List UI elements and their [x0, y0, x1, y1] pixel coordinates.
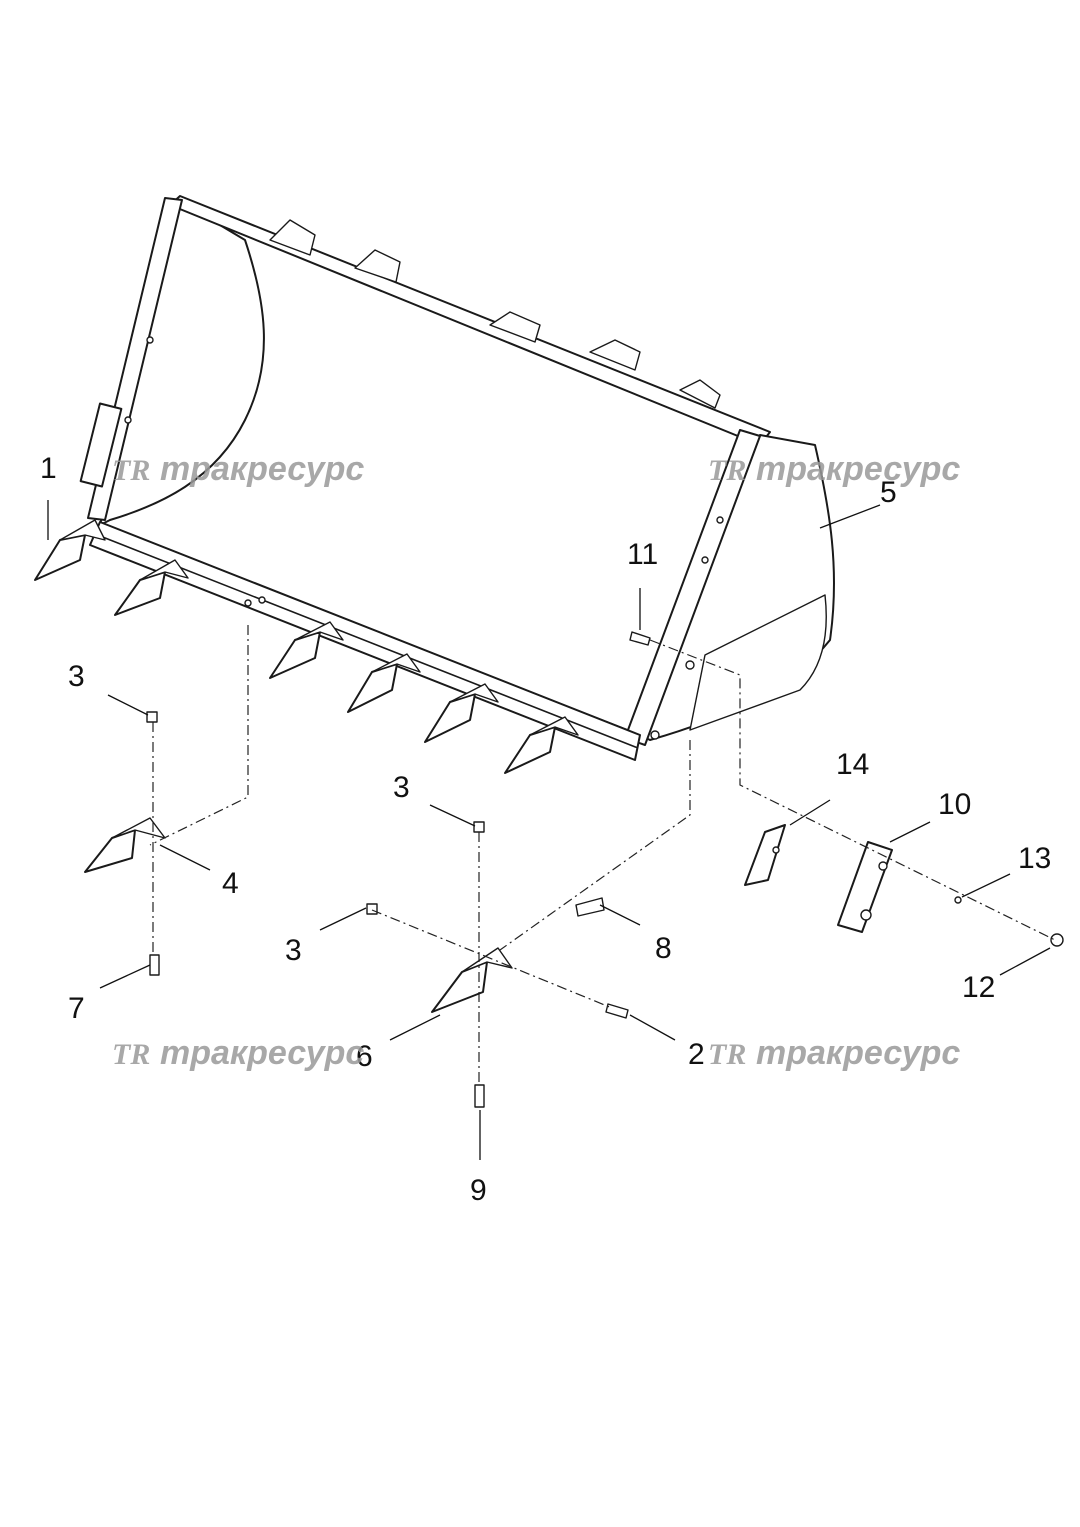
watermark-top-right: TR тракресурс — [708, 450, 960, 488]
nut-3b — [473, 821, 485, 833]
callout-10: 10 — [938, 788, 971, 821]
edge-hole-2 — [258, 596, 266, 604]
bolt-2 — [605, 1003, 629, 1019]
watermark-logo-icon: TR — [112, 1038, 150, 1071]
side-hole — [685, 660, 695, 670]
adapter-tooth-4 — [84, 817, 166, 873]
callout-11: 11 — [627, 538, 658, 571]
bolt-11 — [629, 631, 651, 646]
washer-13 — [954, 896, 962, 904]
wear-plate-10 — [837, 841, 893, 933]
wear-plate-14 — [744, 824, 786, 886]
nut-3c — [366, 903, 378, 915]
callout-3-lower: 3 — [285, 934, 302, 967]
watermark-text: тракресурс — [160, 450, 364, 488]
frame-hole-4 — [701, 556, 709, 564]
tooth-5 — [424, 683, 499, 743]
nut-3a — [146, 711, 158, 723]
right-frame-post — [624, 429, 761, 746]
watermark-bottom-right: TR тракресурс — [708, 1034, 960, 1072]
cutting-edge-line — [94, 533, 639, 749]
watermark-bottom-left: TR тракресурс — [112, 1034, 364, 1072]
adapter-tooth-6 — [431, 947, 513, 1013]
leader-lines — [47, 500, 1051, 1160]
frame-hole-1 — [124, 416, 132, 424]
callout-3-center: 3 — [393, 771, 410, 804]
watermark-text: тракресурс — [756, 1034, 960, 1072]
plate-10-hole-2 — [860, 909, 872, 921]
frame-hole-3 — [716, 516, 724, 524]
nut-12 — [1050, 933, 1064, 947]
callout-labels: 1 5 11 3 3 3 4 7 6 2 8 9 14 10 13 12 — [40, 452, 1051, 1207]
watermark-text: тракресурс — [160, 1034, 364, 1072]
watermark-text: тракресурс — [756, 450, 960, 488]
callout-6: 6 — [356, 1040, 373, 1073]
bucket-side-wear-plate — [689, 594, 827, 731]
mount-bracket-5 — [679, 379, 721, 409]
callout-5: 5 — [880, 476, 897, 509]
callout-14: 14 — [836, 748, 869, 781]
callout-12: 12 — [962, 971, 995, 1004]
watermark-logo-icon: TR — [112, 454, 150, 487]
watermark-logo-icon: TR — [708, 1038, 746, 1071]
callout-13: 13 — [1018, 842, 1051, 875]
tooth-2 — [114, 559, 189, 616]
edge-hole-1 — [244, 599, 252, 607]
mount-bracket-2 — [354, 249, 401, 283]
mount-bracket-3 — [489, 311, 541, 343]
tooth-6 — [504, 716, 579, 774]
callout-2: 2 — [688, 1038, 705, 1071]
assembly-lines — [149, 625, 1056, 1085]
mount-bracket-4 — [589, 339, 641, 371]
bucket-assembly — [34, 195, 836, 774]
left-hydraulic-link — [79, 402, 123, 488]
bucket-left-side — [99, 199, 265, 526]
callout-9: 9 — [470, 1174, 487, 1207]
side-hole-low — [650, 730, 660, 740]
callout-1: 1 — [40, 452, 57, 485]
bolt-7 — [149, 954, 160, 976]
frame-hole-2 — [146, 336, 154, 344]
watermark-top-left: TR тракресурс — [112, 450, 364, 488]
callout-7: 7 — [68, 992, 85, 1025]
plate-8 — [575, 897, 605, 917]
callout-8: 8 — [655, 932, 672, 965]
bolt-9 — [474, 1084, 485, 1108]
tooth-3 — [269, 621, 344, 679]
tooth-4 — [347, 653, 421, 713]
plate-10-hole — [878, 861, 888, 871]
callout-4: 4 — [222, 867, 239, 900]
callout-3-left: 3 — [68, 660, 85, 693]
watermark-logo-icon: TR — [708, 454, 746, 487]
tooth-1 — [34, 519, 106, 581]
plate-14-hole — [772, 846, 780, 854]
mount-bracket-1 — [269, 219, 316, 256]
